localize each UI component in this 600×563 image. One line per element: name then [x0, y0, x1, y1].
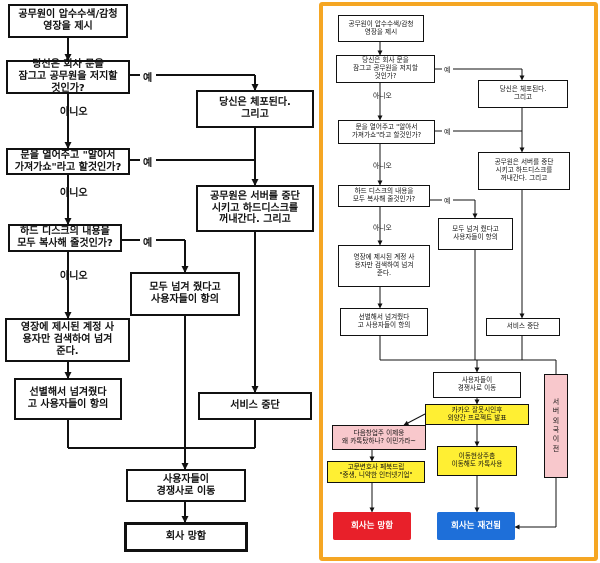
left-node-server-stopped: 공무원은 서버를 중단 시키고 하드디스크를 꺼내간다. 그리고	[196, 185, 314, 232]
right-label-no-2: 아니오	[373, 162, 392, 170]
right-node-arrested: 당신은 체포된다. 그리고	[478, 80, 568, 108]
right-node-users-leave: 사용자들이 경쟁사로 이동	[433, 372, 521, 398]
right-node-server-relocation: 서 버 외 국 이 전	[544, 374, 568, 478]
left-node-lock-door-question: 당신은 회사 문을 잠그고 공무원을 저지할 것인가?	[6, 59, 130, 94]
right-node-warrant: 공무원이 압수수색/감청 영장을 제시	[338, 15, 424, 42]
right-label-yes-1: 예	[444, 66, 451, 74]
right-node-server-stopped: 공무원은 서버를 중단 시키고 하드디스크를 꺼내간다. 그리고	[478, 152, 570, 190]
left-label-no-1: 아니오	[60, 107, 88, 118]
right-node-all-handed-complaint: 모두 넘겨 줬다고 사용자들이 항의	[438, 218, 513, 250]
left-node-search-users: 영장에 제시된 계정 사 용자만 검색하여 넘겨 준다.	[5, 318, 130, 362]
right-panel-frame	[319, 2, 598, 561]
left-node-arrested: 당신은 체포된다. 그리고	[196, 90, 314, 128]
right-node-company-fails: 회사는 망함	[333, 512, 411, 540]
left-label-yes-2: 예	[143, 158, 153, 169]
right-node-open-door-question: 문을 열어주고 "알아서 가져가쇼"라고 할것인가?	[338, 120, 435, 144]
right-node-daum-founder: 다음창업주 이제웅 왜 카톡탔하나? 이민가라~	[332, 425, 426, 450]
left-node-service-down: 서비스 중단	[198, 392, 312, 420]
left-node-selective-complaint: 선별해서 넘겨줬다 고 사용자들이 항의	[14, 378, 122, 420]
left-label-no-2: 아니오	[60, 188, 88, 199]
right-node-lawyer-facebook: 고문변호사 페북드립 "중생, 니약한 인터넷기업"	[327, 461, 425, 483]
right-node-kakao-apology: 카카오 잘못시인후 외양간 프로젝트 발표	[425, 404, 529, 425]
left-node-warrant: 공무원이 압수수색/감청 영장을 제시	[8, 4, 128, 38]
left-node-users-leave: 사용자들이 경쟁사로 이동	[126, 469, 246, 502]
left-label-no-3: 아니오	[60, 271, 88, 282]
left-label-yes-1: 예	[143, 73, 153, 84]
left-node-company-fails: 회사 망함	[124, 522, 248, 552]
left-node-all-handed-complaint: 모두 넘겨 줬다고 사용자들이 항의	[130, 272, 240, 316]
right-node-company-rebuilt: 회사는 재건됨	[437, 512, 515, 540]
left-node-copy-disk-question: 하드 디스크의 내용을 모두 복사해 줄것인가?	[8, 224, 122, 252]
right-label-yes-3: 예	[444, 197, 451, 205]
right-node-lock-door-question: 당신은 회사 문을 잠그고 공무원을 저지할 것인가?	[336, 55, 435, 83]
left-label-yes-3: 예	[143, 238, 153, 249]
left-node-open-door-question: 문을 열어주고 "알아서 가져가쇼"라고 할것인가?	[6, 148, 130, 175]
right-label-no-1: 아니오	[373, 92, 392, 100]
right-node-selective-complaint: 선별해서 넘겨줬다 고 사용자들이 항의	[340, 308, 428, 336]
right-node-copy-disk-question: 하드 디스크의 내용을 모두 복사해 줄것인가?	[338, 185, 430, 207]
right-label-no-3: 아니오	[373, 224, 392, 232]
right-node-migration-slows: 이동현상주춤 이동해도 카톡사용	[437, 446, 517, 476]
right-label-yes-2: 예	[444, 128, 451, 136]
right-node-service-down: 서비스 중단	[486, 318, 560, 336]
right-node-search-users: 영장에 제시된 계정 사 용자만 검색하여 넘겨 준다.	[338, 245, 430, 287]
